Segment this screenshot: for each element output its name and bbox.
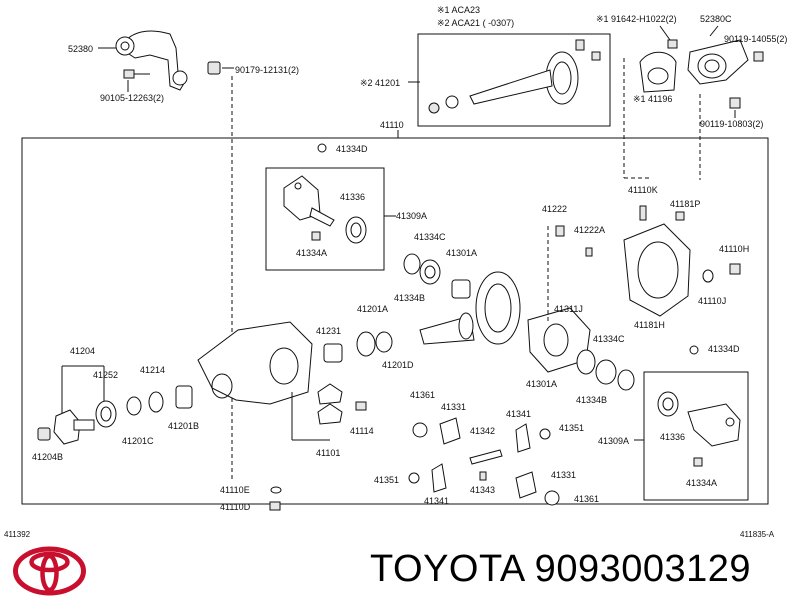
- cover-41196: [639, 51, 677, 93]
- label-41334a-right: 41334A: [686, 478, 717, 488]
- label-41201c: 41201C: [122, 436, 154, 446]
- parts-diagram: ※1 ACA23 ※2 ACA21 ( -0307) 52380 90105-1…: [4, 5, 787, 539]
- label-41334c-left: 41334C: [414, 232, 446, 242]
- bearing-41301a-left: [451, 279, 471, 299]
- label-41196: ※1 41196: [633, 94, 672, 104]
- rear-support-bracket: [115, 30, 188, 91]
- label-41361-top: 41361: [410, 390, 435, 400]
- label-90119-b: 90119-10803(2): [700, 119, 763, 129]
- label-41361-bottom: 41361: [574, 494, 599, 504]
- label-41201a: 41201A: [357, 304, 388, 314]
- nut-90179: [207, 61, 221, 75]
- pinion-shaft: [419, 312, 475, 345]
- differential-carrier-housing: [197, 321, 313, 405]
- label-41351-top: 41351: [559, 423, 584, 433]
- label-41110: 41110: [380, 120, 404, 130]
- pinion-variant-box: [417, 33, 611, 127]
- label-41110k: 41110K: [628, 185, 658, 195]
- side-flange-left: [283, 175, 335, 227]
- label-41311j: 41311J: [554, 304, 583, 314]
- label-41110e: 41110E: [220, 485, 250, 495]
- rear-cover: [623, 223, 691, 317]
- corner-code-right: 411835-A: [740, 530, 775, 539]
- bearing-41334c-left: [403, 253, 441, 285]
- seal-41336-right: [657, 391, 679, 417]
- label-41181h: 41181H: [634, 320, 665, 330]
- variant-note-2: ※2 ACA21 ( -0307): [437, 18, 514, 28]
- label-41110h: 41110H: [719, 244, 749, 254]
- label-41331-top: 41331: [441, 402, 466, 412]
- seal-41336-left: [345, 216, 367, 244]
- label-41334a-left: 41334A: [296, 248, 327, 258]
- label-41309a-left: 41309A: [396, 211, 427, 221]
- label-41334d-right: 41334D: [708, 344, 740, 354]
- ring-gear: [475, 271, 521, 345]
- label-41231: 41231: [316, 326, 341, 336]
- label-90119-a: 90119-14055(2): [724, 34, 787, 44]
- bearing-caps: [317, 383, 343, 425]
- label-41334c-right: 41334C: [593, 334, 625, 344]
- label-41101: 41101: [316, 448, 340, 458]
- label-41222a: 41222A: [574, 225, 605, 235]
- label-90105: 90105-12263(2): [100, 93, 164, 103]
- label-52380c: 52380C: [700, 14, 732, 24]
- label-91642: ※1 91642-H1022(2): [596, 14, 677, 24]
- right-flange-box: [643, 371, 749, 501]
- label-41222: 41222: [542, 204, 567, 214]
- label-41336-left: 41336: [340, 192, 365, 202]
- label-41201d: 41201D: [382, 360, 414, 370]
- label-41301a-left: 41301A: [446, 248, 477, 258]
- label-41181p: 41181P: [670, 199, 700, 209]
- label-90179: 90179-12131(2): [235, 65, 299, 75]
- label-41343: 41343: [470, 485, 495, 495]
- label-41204: 41204: [70, 346, 95, 356]
- side-flange-right: [687, 403, 741, 447]
- label-41110d: 41110D: [220, 502, 251, 512]
- label-41301a-right: 41301A: [526, 379, 557, 389]
- label-41252: 41252: [93, 370, 118, 380]
- label-41110j: 41110J: [698, 296, 726, 306]
- label-41334d-left: 41334D: [336, 144, 368, 154]
- brand-part-number: TOYOTA 9093003129: [370, 548, 752, 590]
- label-41214: 41214: [140, 365, 165, 375]
- label-41341-top: 41341: [506, 409, 531, 419]
- bolt-90105: [123, 69, 150, 79]
- toyota-logo: [13, 546, 86, 596]
- label-41341-bottom: 41341: [424, 496, 449, 506]
- mount-52380c: [687, 39, 749, 85]
- label-41201-variant: ※2 41201: [360, 78, 400, 88]
- label-41309a-right: 41309A: [598, 436, 629, 446]
- label-41204b: 41204B: [32, 452, 63, 462]
- label-41351-bottom: 41351: [374, 475, 399, 485]
- label-41331-bottom: 41331: [551, 470, 576, 480]
- label-41201b: 41201B: [168, 421, 199, 431]
- main-assembly-frame: [21, 137, 769, 505]
- corner-code-left: 411392: [4, 530, 31, 539]
- label-41336-right: 41336: [660, 432, 685, 442]
- label-41114: 41114: [350, 426, 374, 436]
- variant-note-1: ※1 ACA23: [437, 5, 480, 15]
- label-52380: 52380: [68, 44, 93, 54]
- drive-pinion-gear: [428, 39, 601, 114]
- companion-flange: [53, 409, 95, 445]
- label-41342: 41342: [470, 426, 495, 436]
- left-flange-box: [265, 167, 385, 271]
- label-41334b-right: 41334B: [576, 395, 607, 405]
- label-41334b-left: 41334B: [394, 293, 425, 303]
